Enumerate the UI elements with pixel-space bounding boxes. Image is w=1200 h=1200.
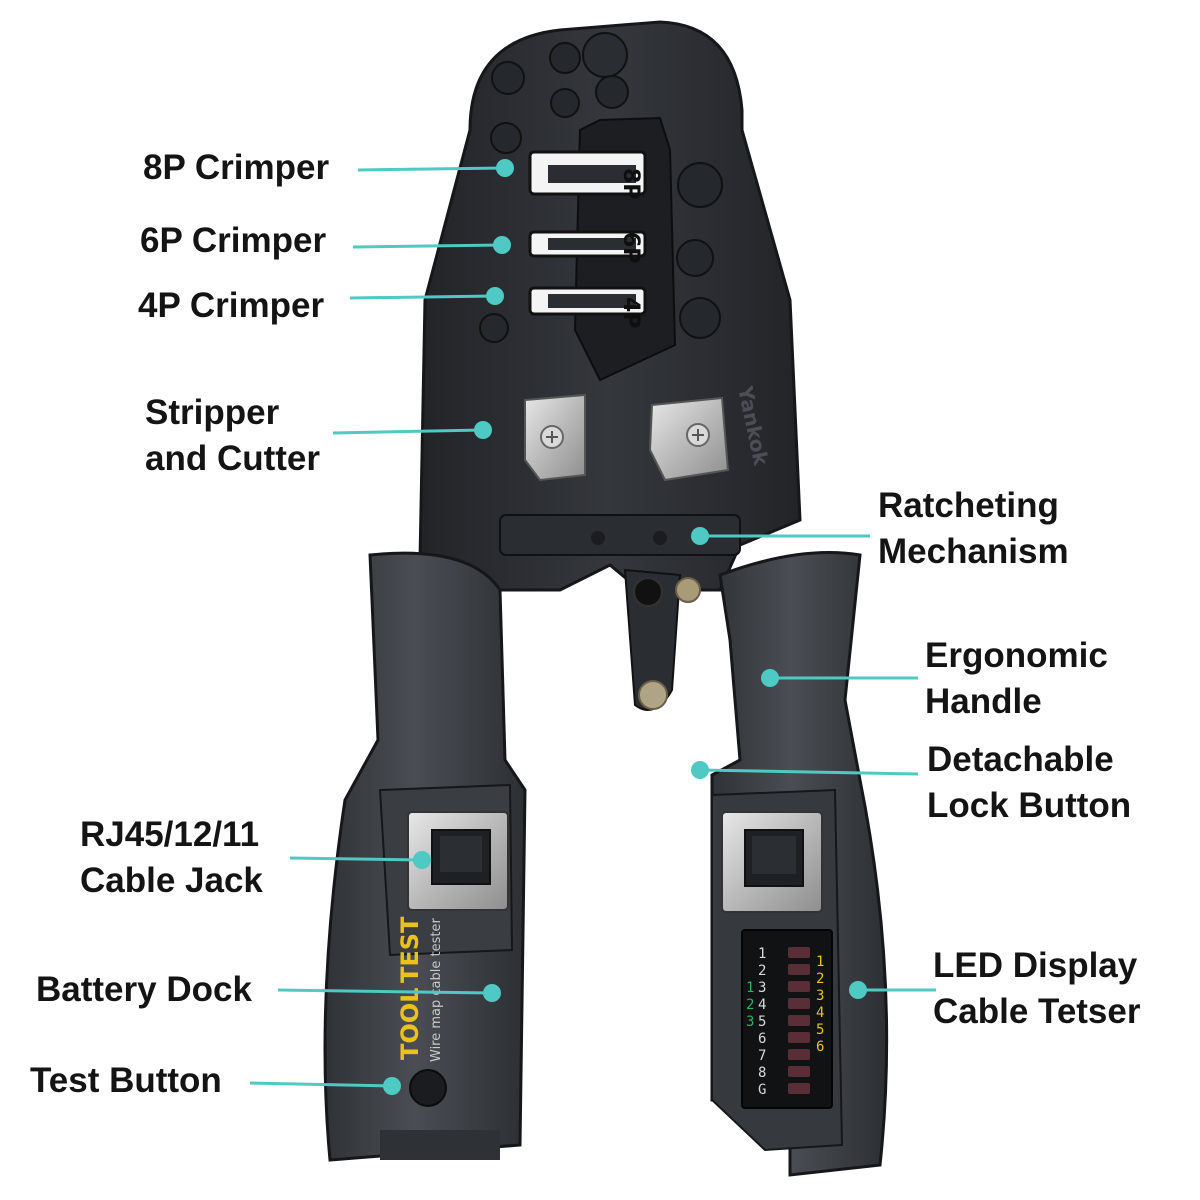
led-label-right-3: 3 (816, 988, 824, 1004)
label-stripper-line2: and Cutter (145, 439, 320, 478)
label-4p-crimper-text: 4P Crimper (138, 286, 325, 325)
led-indicator-6 (788, 1032, 810, 1043)
led-label-left-6: 6 (758, 1031, 766, 1047)
led-label-left-3: 3 (758, 980, 766, 996)
tester-subtitle: Wire map cable tester (429, 918, 444, 1062)
led-label-left-4: 4 (758, 997, 766, 1013)
led-label-green-3: 3 (746, 1014, 754, 1030)
led-label-green-1: 1 (746, 980, 754, 996)
label-handle-line2: Handle (925, 682, 1042, 721)
label-6p-crimper-text: 6P Crimper (140, 221, 327, 260)
label-stripper-cutter: Stripper and Cutter (145, 390, 320, 482)
label-cable-jack: RJ45/12/11 Cable Jack (80, 812, 263, 904)
led-label-left-7: 7 (758, 1048, 766, 1064)
label-lock-line1: Detachable (927, 740, 1114, 779)
label-jack-line1: RJ45/12/11 (80, 815, 260, 854)
label-led-line2: Cable Tetser (933, 992, 1141, 1031)
led-label-right-6: 6 (816, 1039, 824, 1055)
led-label-right-4: 4 (816, 1005, 824, 1021)
label-ratcheting-mechanism: Ratcheting Mechanism (878, 483, 1069, 575)
led-label-left-5: 5 (758, 1014, 766, 1030)
label-battery-text: Battery Dock (36, 970, 252, 1009)
led-label-right-2: 2 (816, 971, 824, 987)
led-label-left-2: 2 (758, 963, 766, 979)
led-label-left-8: 8 (758, 1065, 766, 1081)
label-8p-crimper-text: 8P Crimper (143, 148, 330, 187)
led-indicator-2 (788, 964, 810, 975)
led-label-right-1: 1 (816, 954, 824, 970)
led-indicator-7 (788, 1049, 810, 1060)
led-label-right-5: 5 (816, 1022, 824, 1038)
led-label-left-1: 1 (758, 946, 766, 962)
label-8p-crimper: 8P Crimper (143, 145, 329, 191)
led-indicator-4 (788, 998, 810, 1009)
die-label-4p: 4P (618, 297, 643, 328)
led-label-left-9: G (758, 1082, 766, 1098)
led-indicator-9 (788, 1083, 810, 1094)
label-ratchet-line2: Mechanism (878, 532, 1069, 571)
label-led-display: LED Display Cable Tetser (933, 943, 1141, 1035)
die-label-6p: 6P (618, 232, 643, 263)
tester-brand-test: TEST (396, 916, 424, 983)
label-led-line1: LED Display (933, 946, 1138, 985)
label-battery-dock: Battery Dock (36, 967, 252, 1013)
label-6p-crimper: 6P Crimper (140, 218, 326, 264)
label-detachable-lock-button: Detachable Lock Button (927, 737, 1131, 829)
led-indicator-3 (788, 981, 810, 992)
led-indicator-5 (788, 1015, 810, 1026)
led-indicator-1 (788, 947, 810, 958)
led-indicator-8 (788, 1066, 810, 1077)
label-stripper-line1: Stripper (145, 393, 280, 432)
tester-brand-tool: TOOL (396, 988, 424, 1060)
label-test-button: Test Button (30, 1058, 222, 1104)
led-label-green-2: 2 (746, 997, 754, 1013)
label-handle-line1: Ergonomic (925, 636, 1108, 675)
die-label-8p: 8P (618, 168, 643, 199)
callout-leaders (249, 159, 936, 1095)
label-jack-line2: Cable Jack (80, 861, 263, 900)
label-test-button-text: Test Button (30, 1061, 222, 1100)
crimper-head: 8P 6P 4P Yankok (418, 20, 802, 711)
label-ergonomic-handle: Ergonomic Handle (925, 633, 1108, 725)
label-ratchet-line1: Ratcheting (878, 486, 1059, 525)
label-4p-crimper: 4P Crimper (138, 283, 324, 329)
label-lock-line2: Lock Button (927, 786, 1132, 825)
